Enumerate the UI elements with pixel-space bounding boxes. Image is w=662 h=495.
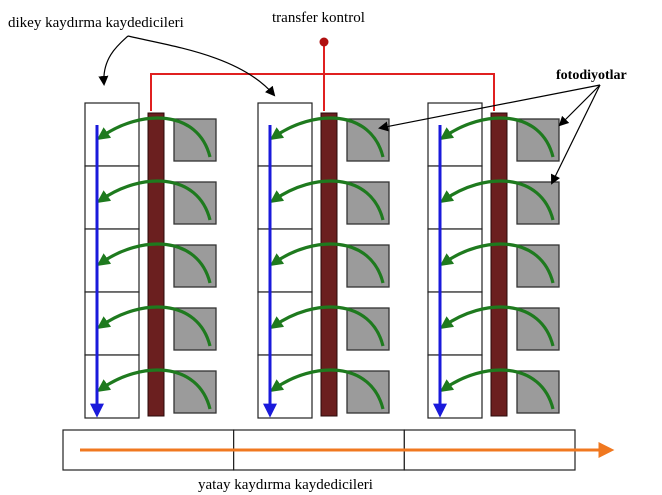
- photodiodes-label: fotodiyotlar: [556, 68, 627, 83]
- vertical-register-cell: [427, 228, 483, 293]
- horizontal-register: [62, 429, 615, 471]
- vertical-register-cell: [427, 354, 483, 419]
- transfer-gate-bar: [320, 112, 338, 417]
- transfer-gate-bar: [147, 112, 165, 417]
- charge-transfer-arrow: [269, 179, 385, 221]
- charge-transfer-arrow: [96, 116, 212, 158]
- vertical-register-cell: [84, 165, 140, 230]
- charge-transfer-arrow: [269, 368, 385, 410]
- photodiode: [173, 370, 217, 414]
- charge-transfer-arrow: [96, 368, 212, 410]
- photodiodes-callout-3: [551, 84, 601, 185]
- photodiodes-callout-1: [378, 84, 601, 132]
- charge-transfer-arrow: [439, 179, 555, 221]
- ccd-column-3: [427, 102, 560, 419]
- transfer-control-label: transfer kontrol: [272, 10, 365, 26]
- vertical-register-cell: [257, 228, 313, 293]
- vertical-register-cell: [84, 291, 140, 356]
- vertical-register-cell: [84, 102, 140, 167]
- vertical-register-cell: [427, 291, 483, 356]
- photodiodes-callout-2: [558, 84, 601, 127]
- charge-transfer-arrow: [439, 242, 555, 284]
- vertical-registers-callout-right: [127, 35, 276, 97]
- charge-transfer-arrow: [269, 116, 385, 158]
- charge-transfer-arrow: [96, 242, 212, 284]
- charge-transfer-arrow: [439, 305, 555, 347]
- vertical-register-cell: [427, 102, 483, 167]
- transfer-control-wire: [150, 73, 495, 111]
- ccd-column-1: [84, 102, 217, 419]
- vertical-registers-label: dikey kaydırma kaydedicileri: [8, 15, 184, 31]
- vertical-register-cell: [84, 228, 140, 293]
- charge-transfer-arrow: [96, 179, 212, 221]
- charge-transfer-arrow: [269, 305, 385, 347]
- vertical-register-cell: [84, 354, 140, 419]
- charge-transfer-arrow: [439, 368, 555, 410]
- charge-transfer-arrow: [269, 242, 385, 284]
- vertical-register-cell: [427, 165, 483, 230]
- horizontal-register-label: yatay kaydırma kaydedicileri: [198, 477, 373, 493]
- vertical-register-cell: [257, 291, 313, 356]
- vertical-register-cell: [257, 102, 313, 167]
- vertical-register-cell: [257, 354, 313, 419]
- vertical-registers-callout-left: [98, 35, 129, 86]
- vertical-register-cell: [257, 165, 313, 230]
- ccd-column-2: [257, 102, 390, 419]
- transfer-control-terminal-dot: [319, 37, 329, 47]
- charge-transfer-arrow: [96, 305, 212, 347]
- transfer-gate-bar: [490, 112, 508, 417]
- ccd-structure: [62, 37, 615, 471]
- charge-transfer-arrow: [439, 116, 555, 158]
